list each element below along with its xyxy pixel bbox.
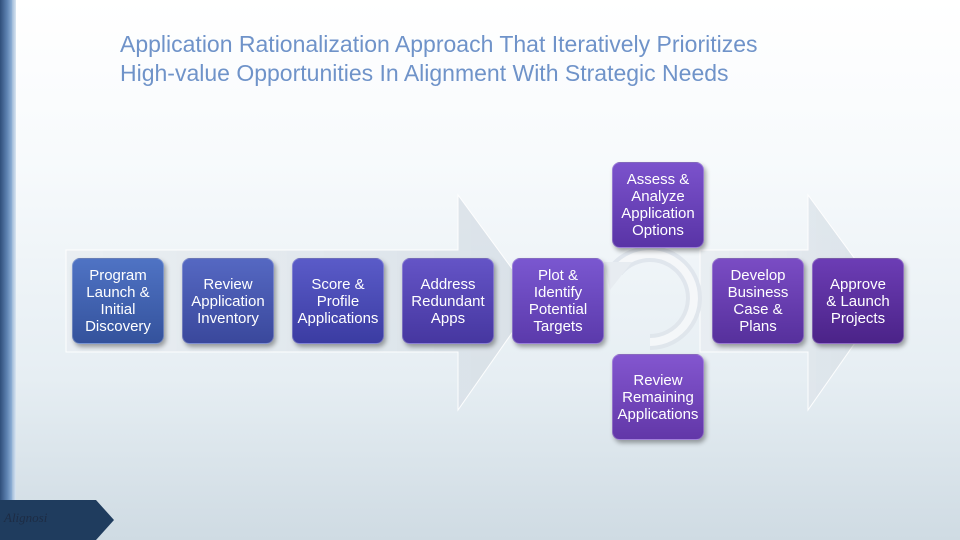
step-label: Plot & Identify Potential Targets <box>528 267 588 335</box>
step-plot-identify[interactable]: Plot & Identify Potential Targets <box>512 258 604 344</box>
step-label: Approve & Launch Projects <box>826 275 890 327</box>
left-accent-bar <box>0 0 12 540</box>
step-label: Develop Business Case & Plans <box>727 267 789 335</box>
step-address-redundant[interactable]: Address Redundant Apps <box>402 258 494 344</box>
left-accent-highlight <box>12 0 16 540</box>
company-logo: Alignosi <box>4 510 48 525</box>
step-label: Score & Profile Applications <box>297 275 379 327</box>
slide-title: Application Rationalization Approach Tha… <box>120 30 920 88</box>
logo-tab <box>0 500 114 540</box>
title-line-2: High-value Opportunities In Alignment Wi… <box>120 60 729 86</box>
step-assess-analyze[interactable]: Assess & Analyze Application Options <box>612 162 704 248</box>
step-review-remaining[interactable]: Review Remaining Applications <box>612 354 704 440</box>
step-score-profile[interactable]: Score & Profile Applications <box>292 258 384 344</box>
iteration-loop-icon <box>604 246 702 350</box>
step-label: Review Application Inventory <box>191 275 265 327</box>
step-label: Program Launch & Initial Discovery <box>85 267 151 335</box>
step-program-launch[interactable]: Program Launch & Initial Discovery <box>72 258 164 344</box>
step-label: Assess & Analyze Application Options <box>621 171 695 239</box>
step-review-inventory[interactable]: Review Application Inventory <box>182 258 274 344</box>
title-line-1: Application Rationalization Approach Tha… <box>120 31 758 57</box>
step-develop-business-case[interactable]: Develop Business Case & Plans <box>712 258 804 344</box>
step-approve-launch[interactable]: Approve & Launch Projects <box>812 258 904 344</box>
step-label: Address Redundant Apps <box>411 275 485 327</box>
step-label: Review Remaining Applications <box>617 371 699 423</box>
